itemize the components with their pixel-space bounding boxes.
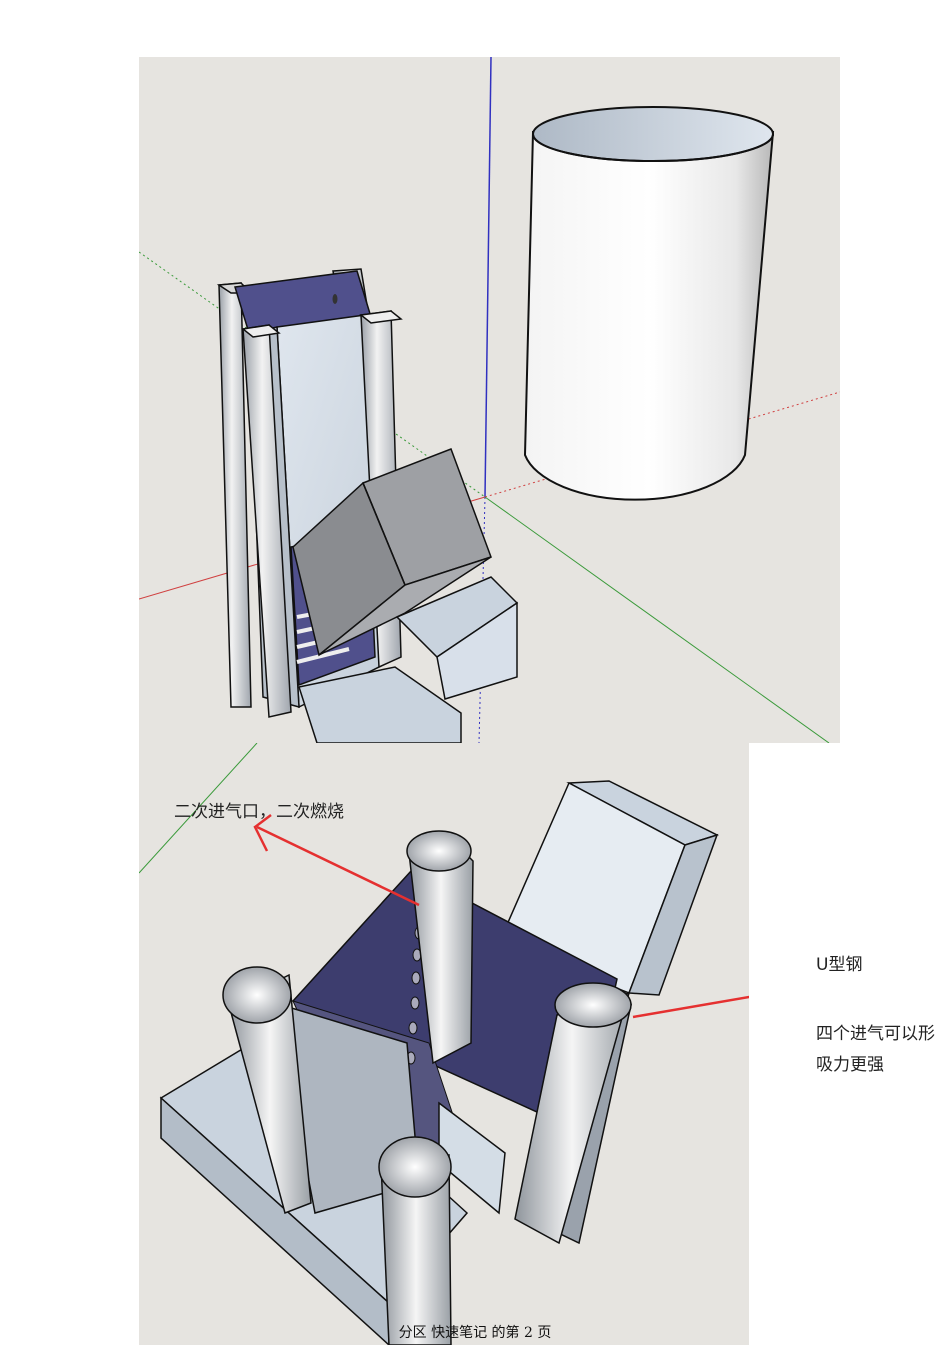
page-footer: 分区 快速笔记 的第 2 页 <box>398 1325 552 1341</box>
stove-model-drawing <box>139 57 840 743</box>
feed-chute <box>497 780 719 996</box>
cylinder <box>523 106 775 501</box>
model-view-top <box>139 743 749 1345</box>
annotation-u-steel: U型钢 <box>816 955 863 975</box>
u-steel-posts <box>222 830 632 1345</box>
axis-green <box>139 743 258 874</box>
annotation-four-inlets-line1: 四个进气可以形 <box>816 1024 935 1044</box>
axis-blue <box>484 57 492 498</box>
stove-body <box>216 268 519 743</box>
model-view-3d <box>139 57 840 743</box>
stove-top-drawing <box>139 743 749 1345</box>
axis-green <box>484 496 830 743</box>
annotation-arrows <box>253 814 749 1019</box>
annotation-four-inlets-line2: 吸力更强 <box>816 1055 884 1075</box>
annotation-secondary-air: 二次进气口，二次燃烧 <box>174 802 344 822</box>
